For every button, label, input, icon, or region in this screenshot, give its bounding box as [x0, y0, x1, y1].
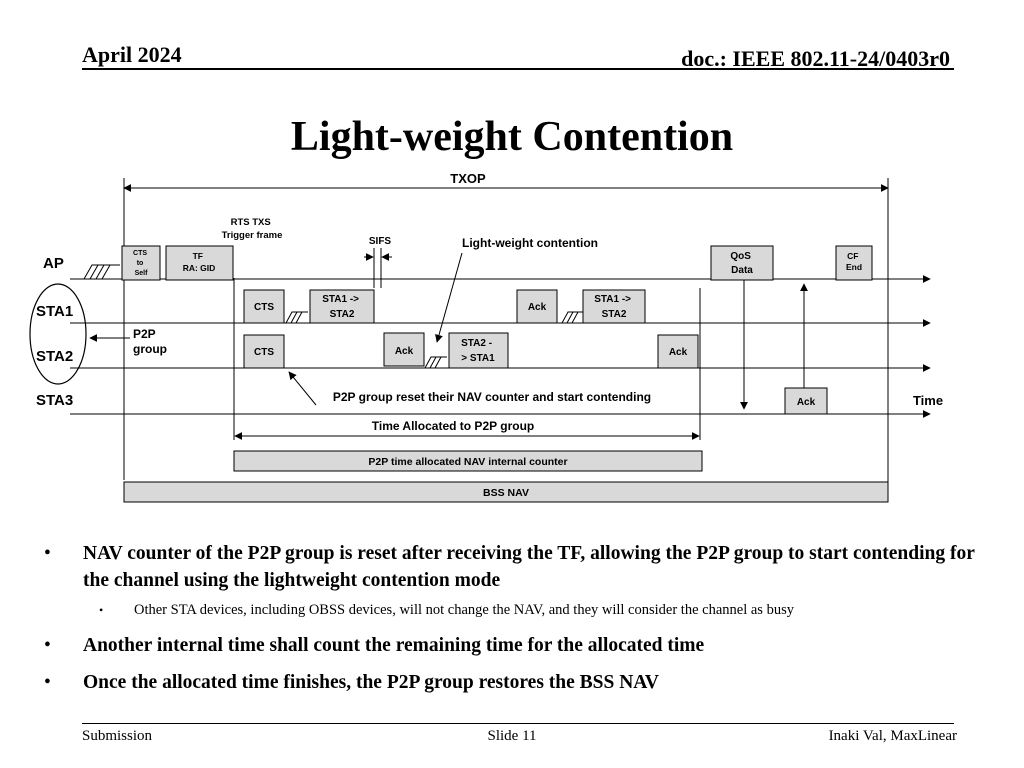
- frame-qos-data-label: QoS Data: [730, 251, 753, 276]
- frame-cts-to-self: [121, 245, 161, 281]
- frame-cf-end-label: CF End: [846, 251, 862, 272]
- contention-diagram: TXOP AP STA1 STA2 STA3 P2P group RTS TXS…: [29, 171, 943, 503]
- frame-sta2-to-sta1-label: STA2 - > STA1: [461, 338, 495, 364]
- frame-sta1-to-sta2-a: [309, 289, 375, 324]
- frame-sta3-ack-label: Ack: [797, 397, 816, 408]
- lw-contention-arrow: [435, 252, 463, 343]
- frame-tf-label: TF RA: GID: [183, 251, 216, 273]
- bullet-1: •NAV counter of the P2P group is reset a…: [44, 543, 975, 591]
- bullet-2-text: Another internal time shall count the re…: [83, 635, 705, 656]
- footer-left: Submission: [82, 728, 153, 744]
- bullet-1-sub-text: Other STA devices, including OBSS device…: [134, 602, 794, 618]
- p2p-nav-counter-bar: [233, 450, 703, 472]
- frame-sta2-ack-a: [383, 332, 425, 367]
- station-sta1-label: STA1: [36, 303, 73, 320]
- frame-sta2-ack-b: [657, 334, 699, 369]
- rts-trigger-label: RTS TXS Trigger frame: [222, 217, 283, 241]
- bss-nav-label: BSS NAV: [483, 487, 529, 499]
- backoff-slashes: [83, 264, 584, 369]
- frame-sta1-cts: [243, 289, 285, 324]
- header-doc-id: doc.: IEEE 802.11-24/0403r0: [681, 46, 950, 71]
- bullet-2: •Another internal time shall count the r…: [44, 635, 705, 656]
- time-axis-label: Time: [913, 393, 943, 408]
- bullet-3-text: Once the allocated time finishes, the P2…: [83, 672, 659, 693]
- station-sta3-label: STA3: [36, 392, 73, 409]
- reset-note: P2P group reset their NAV counter and st…: [333, 390, 651, 404]
- bullet-3: •Once the allocated time finishes, the P…: [44, 672, 659, 693]
- frame-sta1-to-sta2-b: [582, 289, 646, 324]
- bullet-1-sub: •Other STA devices, including OBSS devic…: [99, 602, 794, 618]
- bullet-1-text: NAV counter of the P2P group is reset af…: [83, 543, 975, 591]
- p2p-group-ellipse: [29, 283, 87, 385]
- frame-sta1-ack: [516, 289, 558, 324]
- frame-sta1-to-sta2-b-label: STA1 -> STA2: [594, 294, 634, 320]
- station-ap-label: AP: [43, 255, 64, 272]
- time-allocated-label: Time Allocated to P2P group: [372, 419, 534, 433]
- frame-sta1-to-sta2-a-label: STA1 -> STA2: [322, 294, 362, 320]
- header-rule: [82, 68, 954, 70]
- slide-title: Light-weight Contention: [290, 114, 734, 160]
- footer-right: Inaki Val, MaxLinear: [828, 728, 957, 744]
- frame-qos-data: [710, 245, 774, 281]
- sifs-label: SIFS: [369, 236, 392, 247]
- frame-sta3-ack: [784, 387, 828, 415]
- txop-label: TXOP: [450, 171, 486, 186]
- frame-sta1-ack-label: Ack: [528, 302, 547, 313]
- frame-sta1-cts-label: CTS: [254, 302, 274, 313]
- footer-center: Slide 11: [487, 728, 537, 744]
- bullet-list: •NAV counter of the P2P group is reset a…: [44, 540, 1004, 702]
- frame-cts-to-self-label: CTS to Self: [133, 250, 149, 277]
- frame-sta2-ack-a-label: Ack: [395, 346, 414, 357]
- p2p-nav-counter-label: P2P time allocated NAV internal counter: [368, 456, 567, 468]
- frame-sta2-to-sta1: [448, 332, 509, 369]
- frame-sta2-cts: [243, 334, 285, 369]
- bss-nav-bar: [123, 481, 889, 503]
- frame-sta2-cts-label: CTS: [254, 347, 274, 358]
- frame-sta2-ack-b-label: Ack: [669, 347, 688, 358]
- frame-cf-end: [835, 245, 873, 281]
- reset-note-arrow: [288, 371, 317, 406]
- p2p-group-label: P2P group: [133, 327, 167, 356]
- station-sta2-label: STA2: [36, 348, 73, 365]
- frame-tf: [165, 245, 234, 281]
- footer-rule: [82, 723, 954, 724]
- header-date: April 2024: [82, 42, 182, 67]
- lw-contention-label: Light-weight contention: [462, 236, 598, 250]
